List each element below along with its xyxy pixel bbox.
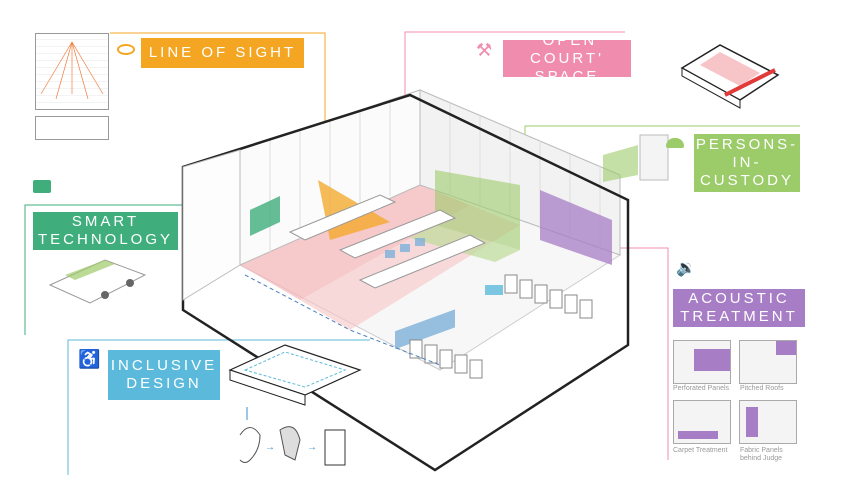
persons-in-custody-label: PERSONS-IN-CUSTODY — [694, 134, 800, 192]
svg-text:→: → — [307, 442, 317, 453]
fabric-panels-thumbnail — [739, 400, 797, 444]
eye-icon — [117, 44, 135, 55]
carpet-treatment-caption: Carpet Treatment — [673, 447, 728, 454]
inclusive-leader — [67, 339, 370, 475]
hearing-loop-diagram: →→ — [225, 405, 355, 475]
video-conference-icon — [33, 180, 51, 193]
custody-dock — [435, 170, 520, 250]
pitched-roofs-thumbnail — [739, 340, 797, 384]
perforated-panels-thumbnail — [673, 340, 731, 384]
open-court-block-diagram — [680, 40, 780, 110]
speaker-icon: 🔉 — [676, 260, 696, 277]
smart-technology-desk-diagram — [45, 255, 150, 320]
carpet-treatment-thumbnail — [673, 400, 731, 444]
acoustic-panels — [540, 190, 612, 265]
officer-cap-icon — [666, 138, 684, 148]
acoustic-leader — [600, 247, 669, 460]
line-of-sight-label: LINE OF SIGHT — [141, 38, 304, 68]
inclusive-floor-diagram — [225, 340, 365, 410]
line-of-sight-plan-diagram — [35, 33, 109, 110]
gavel-icon: ⚒ — [476, 40, 493, 60]
open-court-label: 'OPEN COURT'SPACE — [503, 32, 631, 85]
line-of-sight-section-diagram — [35, 116, 109, 140]
court-well-floor — [240, 185, 470, 300]
pitched-roofs-caption: Pitched Roofs — [740, 385, 784, 392]
perforated-panels-caption: Perforated Panels — [673, 385, 730, 392]
wheelchair-icon: ♿ — [78, 349, 101, 369]
display-screen — [250, 196, 280, 236]
svg-text:→: → — [265, 442, 275, 453]
fabric-panels-caption: Fabric Panels behind Judge — [740, 447, 783, 462]
custody-dock-diagram — [598, 130, 670, 185]
